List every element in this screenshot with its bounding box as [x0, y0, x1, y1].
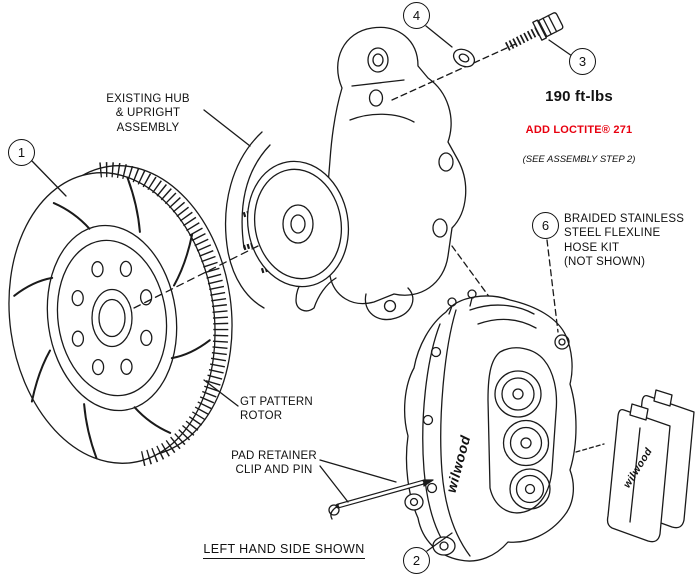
callout-3-number: 3 [578, 54, 587, 69]
hub-upright-drawing [225, 26, 467, 321]
rotor-drawing [8, 162, 233, 467]
bolt-drawing [391, 12, 564, 101]
torque-block: 190 ft-lbs ADD LOCTITE® 271 (SEE ASSEMBL… [505, 74, 653, 180]
leader-lines [31, 25, 573, 552]
hub-assembly-label: EXISTING HUB & UPRIGHT ASSEMBLY [106, 93, 190, 134]
callout-3-bolt: 3 [569, 48, 596, 75]
retainer-pin-drawing [328, 479, 434, 520]
callout-1-number: 1 [17, 145, 26, 160]
rotor-label: GT PATTERN ROTOR [240, 396, 313, 423]
assembly-step-note: (SEE ASSEMBLY STEP 2) [522, 153, 636, 165]
footer-note-text: LEFT HAND SIDE SHOWN [203, 542, 365, 559]
hose-kit-label: BRAIDED STAINLESS STEEL FLEXLINE HOSE KI… [564, 213, 685, 269]
callout-6-hose: 6 [532, 212, 559, 239]
washer-drawing [452, 48, 476, 68]
footer-note: LEFT HAND SIDE SHOWN [184, 540, 384, 559]
callout-6-number: 6 [541, 218, 550, 233]
callout-4-number: 4 [412, 8, 421, 23]
callout-1-rotor: 1 [8, 139, 35, 166]
brake-pads-drawing [575, 389, 695, 543]
caliper-drawing [404, 245, 577, 562]
callout-2-caliper: 2 [403, 547, 430, 574]
callout-4-washer: 4 [403, 2, 430, 29]
torque-spec-label: 190 ft-lbs [545, 88, 613, 106]
loctite-label: ADD LOCTITE® 271 [525, 123, 633, 136]
callout-2-number: 2 [412, 553, 421, 568]
pad-retainer-label: PAD RETAINER CLIP AND PIN [231, 450, 317, 477]
